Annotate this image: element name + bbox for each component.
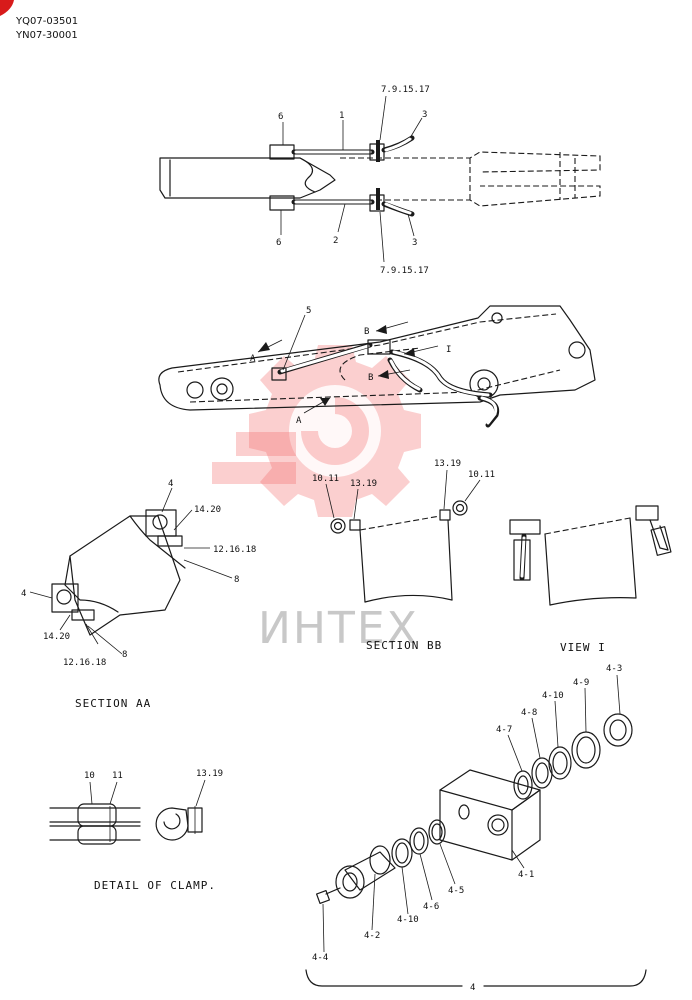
header-code-2: YN07-30001 — [15, 30, 78, 41]
sw-callout-4-5: 4-5 — [448, 886, 464, 896]
clamp-callout-13-19: 13.19 — [196, 769, 223, 779]
callout-7-9-15-17-top: 7.9.15.17 — [381, 85, 430, 95]
callout-3-bottom: 3 — [412, 238, 417, 248]
clamp-callout-11: 11 — [112, 771, 123, 781]
callout-1: 1 — [339, 111, 344, 121]
callout-6-top: 6 — [278, 112, 283, 122]
aa-callout-8-lower: 8 — [122, 650, 127, 660]
sw-callout-4-3: 4-3 — [606, 664, 622, 674]
view-i-caption: VIEW I — [560, 641, 606, 654]
gear-watermark-logo — [212, 345, 421, 517]
boom-side-view — [158, 305, 596, 428]
aa-callout-4-lower: 4 — [21, 589, 26, 599]
bb-callout-13-19-left: 13.19 — [350, 479, 377, 489]
bb-callout-10-11-left: 10.11 — [312, 474, 339, 484]
arrow-a-lower: A — [296, 416, 302, 426]
sw-callout-4-10-lower: 4-10 — [397, 915, 419, 925]
corner-mark — [0, 0, 14, 16]
sw-callout-4-6: 4-6 — [423, 902, 439, 912]
arrow-b-lower: B — [368, 373, 373, 383]
sw-callout-4-2: 4-2 — [364, 931, 380, 941]
header-code-1: YQ07-03501 — [15, 16, 78, 27]
aa-callout-12-16-18-lower: 12.16.18 — [63, 658, 106, 668]
sw-callout-4-1: 4-1 — [518, 870, 534, 880]
swivel-assembly-drawing — [305, 674, 647, 987]
section-aa-caption: SECTION AA — [75, 697, 151, 710]
bb-callout-10-11-right: 10.11 — [468, 470, 495, 480]
callout-2: 2 — [333, 236, 338, 246]
view-i-marker: I — [446, 345, 451, 355]
section-bb-drawing — [325, 469, 481, 603]
callout-6-bottom: 6 — [276, 238, 281, 248]
sw-callout-4-9: 4-9 — [573, 678, 589, 688]
clamp-detail-drawing — [49, 779, 206, 845]
sw-callout-4-10-upper: 4-10 — [542, 691, 564, 701]
section-bb-caption: SECTION BB — [366, 639, 442, 652]
bb-callout-13-19-right: 13.19 — [434, 459, 461, 469]
aa-callout-14-20-lower: 14.20 — [43, 632, 70, 642]
aa-callout-4-upper: 4 — [168, 479, 173, 489]
arrow-a-upper: A — [250, 354, 256, 364]
callout-7-9-15-17-bottom: 7.9.15.17 — [380, 266, 429, 276]
sw-callout-assembly-4: 4 — [470, 983, 475, 993]
boom-top-view — [159, 95, 601, 263]
aa-callout-12-16-18-upper: 12.16.18 — [213, 545, 256, 555]
sw-callout-4-8: 4-8 — [521, 708, 537, 718]
callout-3-top: 3 — [422, 110, 427, 120]
detail-clamp-caption: DETAIL OF CLAMP. — [94, 879, 216, 892]
aa-callout-14-20-upper: 14.20 — [194, 505, 221, 515]
watermark-text: ИНТЕХ — [258, 603, 419, 654]
sw-callout-4-7: 4-7 — [496, 725, 512, 735]
section-aa-drawing — [29, 487, 233, 655]
view-i-drawing — [509, 505, 672, 606]
sw-callout-4-4: 4-4 — [312, 953, 328, 963]
aa-callout-8-upper: 8 — [234, 575, 239, 585]
callout-5: 5 — [306, 306, 311, 316]
clamp-callout-10: 10 — [84, 771, 95, 781]
arrow-b-upper: B — [364, 327, 369, 337]
